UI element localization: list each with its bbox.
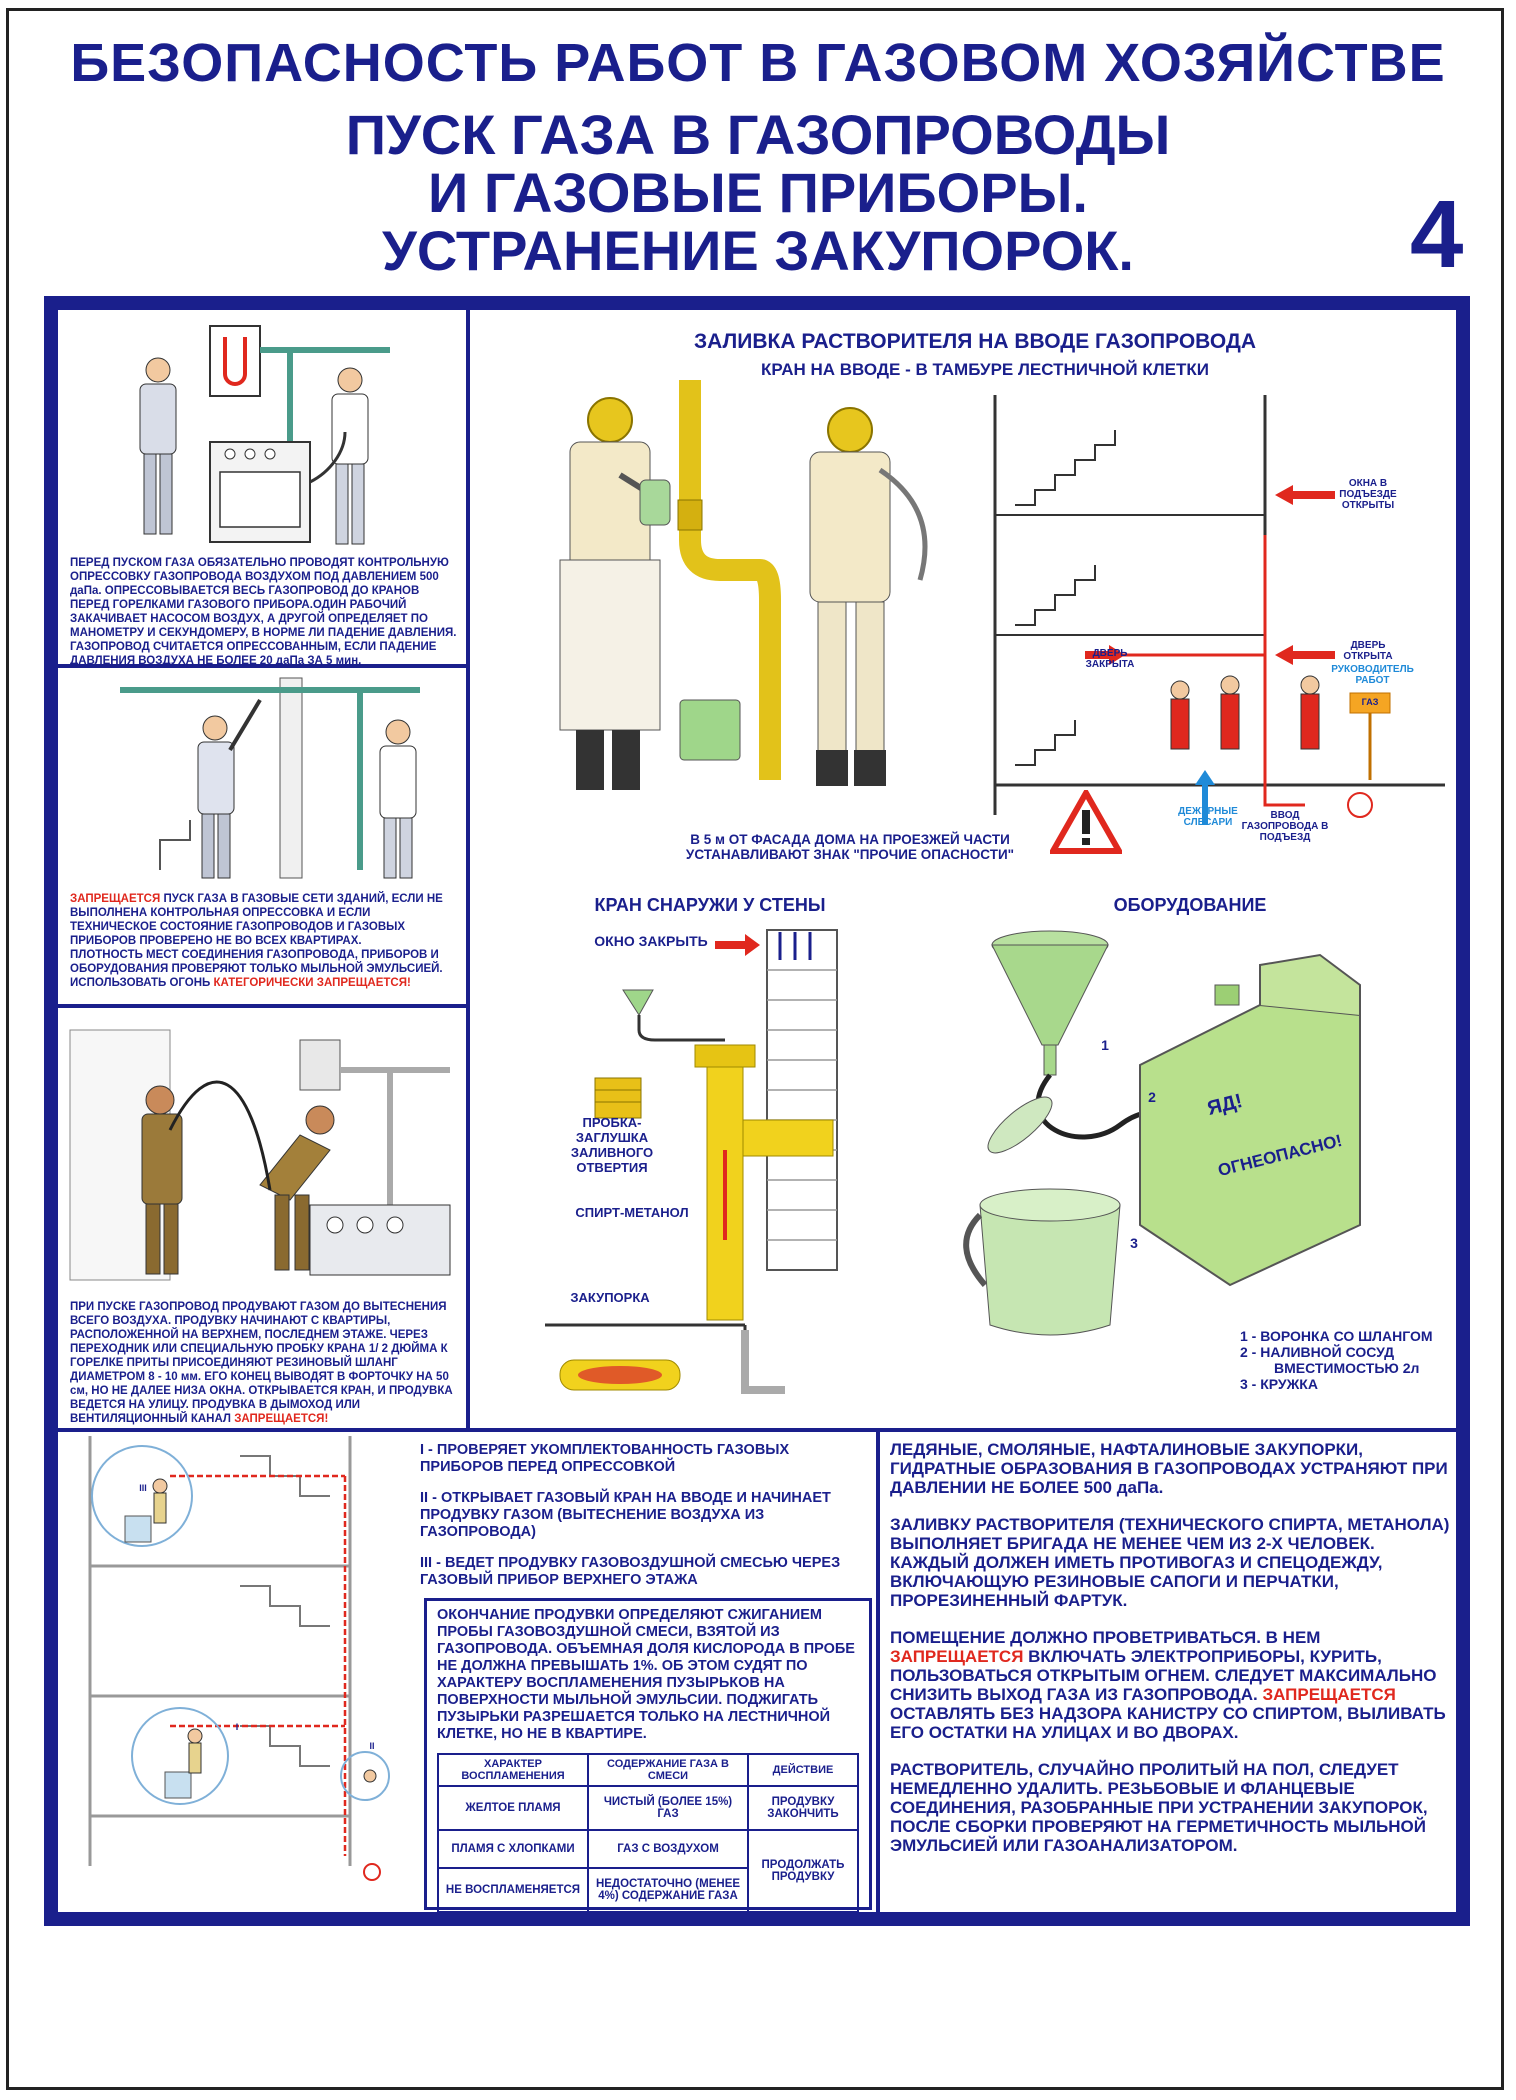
divider-left-column	[466, 310, 470, 1430]
outside-valve-illustration	[545, 920, 855, 1400]
pressure-test-illustration	[60, 312, 464, 552]
table-cell: НЕ ВОСПЛАМЕНЯЕТСЯ	[437, 1867, 589, 1913]
door-open-label: ДВЕРЬ ОТКРЫТА	[1343, 640, 1393, 662]
alcohol-label: СПИРТ-МЕТАНОЛ	[575, 1205, 689, 1220]
table-header: ДЕЙСТВИЕ	[747, 1753, 859, 1787]
marker-roman-2: II	[369, 1741, 375, 1751]
solvent-section-subtitle: КРАН НА ВВОДЕ - В ТАМБУРЕ ЛЕСТНИЧНОЙ КЛЕ…	[761, 360, 1209, 379]
purge-end-text: ОКОНЧАНИЕ ПРОДУВКИ ОПРЕДЕЛЯЮТ СЖИГАНИЕМ …	[437, 1607, 855, 1742]
gas-sign-label: ГАЗ	[1361, 697, 1379, 707]
windows-open-label: ОКНА В ПОДЪЕЗДЕ ОТКРЫТЫ	[1339, 478, 1397, 511]
table-cell: ПРОДУВКУ ЗАКОНЧИТЬ	[747, 1785, 859, 1831]
duty-fitters-label: ДЕЖУРНЫЕ СЛЕСАРИ	[1178, 806, 1238, 828]
plug-label: ПРОБКА-ЗАГЛУШКА ЗАЛИВНОГО ОТВЕРТИЯ	[570, 1115, 654, 1175]
table-cell: ЖЕЛТОЕ ПЛАМЯ	[437, 1785, 589, 1831]
poster-series-title: БЕЗОПАСНОСТЬ РАБОТ В ГАЗОВОМ ХОЗЯЙСТВЕ	[70, 33, 1446, 93]
equipment-title: ОБОРУДОВАНИЕ	[1113, 895, 1267, 915]
table-cell: ПРОДОЛЖАТЬ ПРОДУВКУ	[747, 1829, 859, 1913]
blockage-rules-text: ЛЕДЯНЫЕ, СМОЛЯНЫЕ, НАФТАЛИНОВЫЕ ЗАКУПОРК…	[890, 1440, 1450, 1855]
table-header: СОДЕРЖАНИЕ ГАЗА В СМЕСИ	[587, 1753, 749, 1787]
label-number-1: 1	[1101, 1037, 1109, 1053]
poster-title: ПУСК ГАЗА В ГАЗОПРОВОДЫ И ГАЗОВЫЕ ПРИБОР…	[345, 103, 1171, 282]
leak-check-illustration	[60, 670, 464, 885]
strictly-prohibited-label: КАТЕГОРИЧЕСКИ ЗАПРЕЩАЕТСЯ!	[213, 977, 411, 989]
solvent-section-title: ЗАЛИВКА РАСТВОРИТЕЛЯ НА ВВОДЕ ГАЗОПРОВОД…	[693, 330, 1257, 353]
flame-table: ХАРАКТЕР ВОСПЛАМЕНЕНИЯ СОДЕРЖАНИЕ ГАЗА В…	[437, 1753, 859, 1913]
equipment-legend: 1 - ВОРОНКА СО ШЛАНГОМ 2 - НАЛИВНОЙ СОСУ…	[1240, 1328, 1433, 1392]
equipment-illustration	[960, 925, 1430, 1375]
window-closed-label: ОКНО ЗАКРЫТЬ	[594, 933, 708, 949]
poster-number: 4	[1410, 181, 1464, 288]
table-cell: ГАЗ С ВОЗДУХОМ	[587, 1829, 749, 1869]
panel2-text: ЗАПРЕЩАЕТСЯ ПУСК ГАЗА В ГАЗОВЫЕ СЕТИ ЗДА…	[70, 893, 443, 989]
prohibited-label: ЗАПРЕЩАЕТСЯ!	[234, 1413, 329, 1425]
steps-list: I - ПРОВЕРЯЕТ УКОМПЛЕКТОВАННОСТЬ ГАЗОВЫХ…	[420, 1442, 870, 1589]
divider-panel2	[58, 1004, 468, 1008]
divider-panel1	[58, 664, 468, 668]
warning-sign-icon	[1050, 790, 1122, 854]
supervisor-label: РУКОВОДИТЕЛЬ РАБОТ	[1331, 664, 1414, 686]
label-number-3: 3	[1130, 1235, 1138, 1251]
step-1: I - ПРОВЕРЯЕТ УКОМПЛЕКТОВАННОСТЬ ГАЗОВЫХ…	[420, 1442, 790, 1475]
divider-bottom-right	[876, 1430, 880, 1912]
blockage-label: ЗАКУПОРКА	[570, 1290, 650, 1305]
prohibited-label: ЗАПРЕЩАЕТСЯ	[1262, 1685, 1396, 1704]
stairwell-diagram	[975, 385, 1455, 825]
marker-roman-1: I	[235, 1722, 239, 1732]
outside-valve-title: КРАН СНАРУЖИ У СТЕНЫ	[594, 895, 826, 915]
purge-end-box: ОКОНЧАНИЕ ПРОДУВКИ ОПРЕДЕЛЯЮТ СЖИГАНИЕМ …	[424, 1598, 872, 1913]
door-closed-label: ДВЕРЬ ЗАКРЫТА	[1085, 648, 1135, 670]
gas-inlet-label: ВВОД ГАЗОПРОВОДА В ПОДЪЕЗД	[1241, 810, 1329, 843]
divider-bottom-row	[58, 1428, 1456, 1432]
label-number-2: 2	[1148, 1089, 1156, 1105]
prohibited-label: ЗАПРЕЩАЕТСЯ	[70, 893, 161, 905]
poster-border	[6, 8, 1504, 2090]
building-purge-diagram	[70, 1436, 410, 1906]
prohibited-label: ЗАПРЕЩАЕТСЯ	[890, 1647, 1024, 1666]
purge-illustration	[60, 1010, 464, 1290]
table-cell: ЧИСТЫЙ (БОЛЕЕ 15%) ГАЗ	[587, 1785, 749, 1831]
step-3: III - ВЕДЕТ ПРОДУВКУ ГАЗОВОЗДУШНОЙ СМЕСЬ…	[420, 1555, 841, 1588]
solvent-workers-illustration	[500, 380, 970, 800]
table-cell: НЕДОСТАТОЧНО (МЕНЕЕ 4%) СОДЕРЖАНИЕ ГАЗА	[587, 1867, 749, 1913]
panel1-text: ПЕРЕД ПУСКОМ ГАЗА ОБЯЗАТЕЛЬНО ПРОВОДЯТ К…	[70, 557, 457, 667]
panel3-text: ПРИ ПУСКЕ ГАЗОПРОВОД ПРОДУВАЮТ ГАЗОМ ДО …	[70, 1301, 453, 1425]
warning-sign-note: В 5 м ОТ ФАСАДА ДОМА НА ПРОЕЗЖЕЙ ЧАСТИ У…	[685, 832, 1015, 862]
marker-roman-3: III	[139, 1483, 147, 1493]
table-header: ХАРАКТЕР ВОСПЛАМЕНЕНИЯ	[437, 1753, 589, 1787]
table-cell: ПЛАМЯ С ХЛОПКАМИ	[437, 1829, 589, 1869]
step-2: II - ОТКРЫВАЕТ ГАЗОВЫЙ КРАН НА ВВОДЕ И Н…	[420, 1490, 831, 1540]
